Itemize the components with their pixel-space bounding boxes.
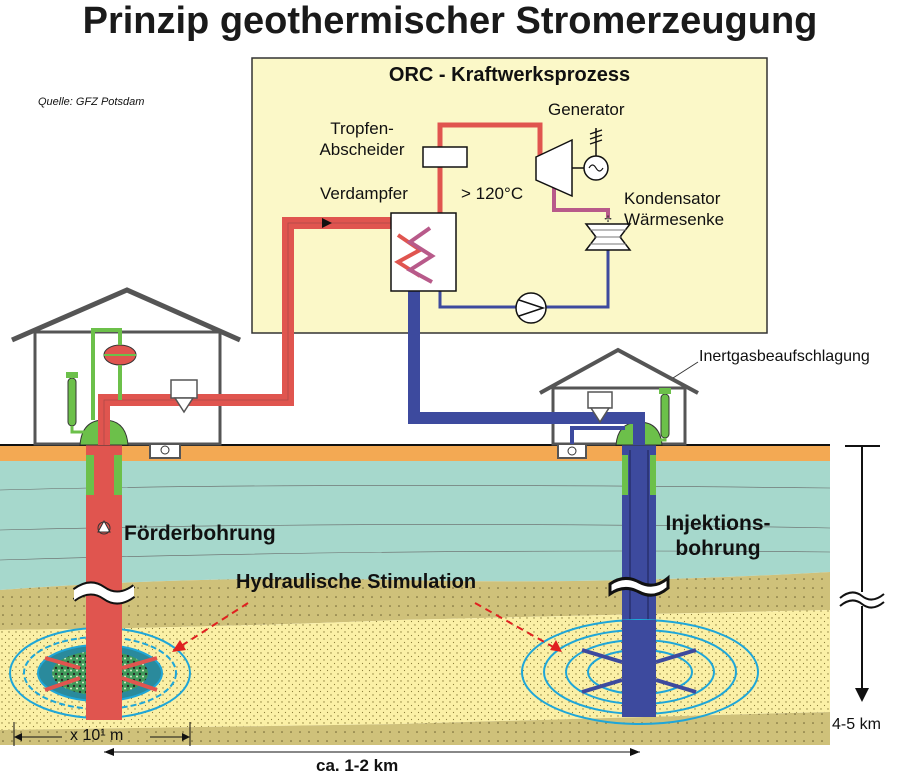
turbine bbox=[535, 138, 573, 198]
orc-box bbox=[251, 57, 768, 334]
hot-pipe bbox=[98, 122, 543, 445]
surface-layer bbox=[0, 445, 830, 461]
separator-label: Tropfen- Abscheider bbox=[310, 118, 414, 160]
temperature-label: > 120°C bbox=[461, 184, 524, 203]
well-distance-label: ca. 1-2 km bbox=[316, 756, 399, 775]
separator-label-line2: Abscheider bbox=[319, 140, 405, 159]
injection-well-label: Injektions- bohrung bbox=[650, 511, 786, 561]
injection-wellhead-equipment bbox=[570, 361, 699, 444]
condenser: ✢ bbox=[584, 215, 632, 251]
injection-fracture-zone bbox=[521, 619, 759, 725]
stimulation-arrows bbox=[172, 602, 562, 652]
injection-well-label-line1: Injektions- bbox=[665, 512, 771, 535]
condenser-label-line1: Kondensator bbox=[624, 189, 721, 208]
separator-label-line1: Tropfen- bbox=[330, 119, 394, 138]
injection-well-label-line2: bohrung bbox=[675, 537, 761, 560]
condenser-label: Kondensator Wärmesenke bbox=[624, 188, 724, 230]
production-wellhead-equipment bbox=[66, 328, 198, 434]
page-title: Prinzip geothermischer Stromerzeugung bbox=[82, 0, 818, 42]
depth-scale bbox=[839, 445, 885, 702]
fracture-size-label: x 10¹ m bbox=[70, 727, 124, 744]
svg-text:✢: ✢ bbox=[604, 215, 612, 225]
ground-layers bbox=[0, 444, 900, 777]
evaporator-label: Verdampfer bbox=[320, 184, 408, 203]
well-distance-dimension bbox=[104, 748, 640, 756]
droplet-separator bbox=[422, 146, 468, 168]
stimulation-label: Hydraulische Stimulation bbox=[236, 571, 477, 593]
evaporator bbox=[390, 212, 457, 292]
inert-gas-label: Inertgasbeaufschlagung bbox=[699, 348, 870, 365]
production-well-label: Förderbohrung bbox=[124, 522, 276, 545]
pump bbox=[515, 292, 547, 324]
depth-label: 4-5 km bbox=[832, 716, 881, 733]
source-note: Quelle: GFZ Potsdam bbox=[38, 96, 145, 108]
fracture-width-dimension bbox=[13, 722, 191, 746]
condenser-label-line2: Wärmesenke bbox=[624, 210, 725, 229]
generator-label: Generator bbox=[548, 100, 625, 119]
production-house bbox=[11, 287, 242, 459]
orc-title: ORC - Kraftwerksprozess bbox=[388, 64, 631, 86]
